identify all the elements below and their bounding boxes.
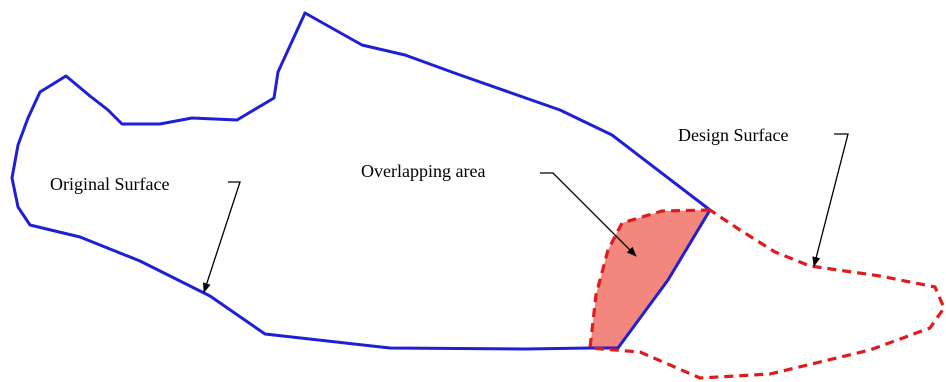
design-surface-leader: [812, 133, 849, 267]
overlapping-area-leader: [540, 172, 637, 257]
original-surface-leader: [202, 181, 241, 293]
design-surface-label: Design Surface: [678, 125, 788, 145]
overlapping-area-label: Overlapping area: [361, 161, 485, 181]
overlapping-area-fill: [590, 210, 710, 348]
design-surface-outline: [588, 208, 946, 380]
original-surface-label: Original Surface: [50, 174, 169, 194]
original-surface-outline: [10, 11, 712, 351]
